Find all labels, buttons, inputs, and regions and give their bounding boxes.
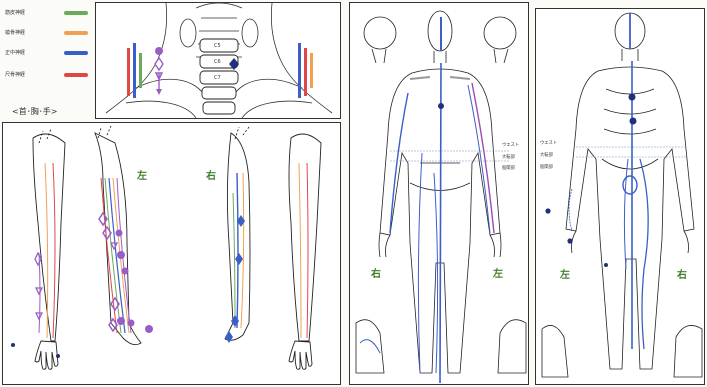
legend-item-median: 正中神経	[3, 48, 93, 58]
legend-swatch-green	[64, 11, 88, 15]
back-level-greater-trochanter: 大転部	[540, 152, 553, 158]
legend-item-ulnar: 尺骨神経	[3, 70, 93, 80]
front-body-illustration	[350, 3, 529, 385]
neck-spine-panel: C5 C6 C7	[95, 2, 341, 119]
back-level-hip-joint: 股関部	[540, 164, 553, 170]
legend-item-radial: 橈骨神経	[3, 28, 93, 38]
region-label: <首･胸･手>	[12, 106, 57, 117]
arm-side-right: 右	[206, 167, 216, 182]
legend: 筋皮神経 橈骨神経 正中神経 尺骨神経	[3, 8, 93, 80]
legend-label: 筋皮神経	[5, 9, 25, 16]
front-level-greater-trochanter: 大転部	[502, 154, 515, 160]
legend-label: 橈骨神経	[5, 29, 25, 36]
arm-panel: 左 右	[2, 122, 341, 385]
back-body-illustration	[536, 9, 705, 385]
front-side-right: 右	[371, 265, 381, 280]
back-side-left: 左	[560, 266, 570, 281]
legend-swatch-blue	[64, 51, 88, 55]
legend-item-musculocutaneous: 筋皮神経	[3, 8, 93, 18]
vertebra-c5: C5	[214, 43, 221, 49]
back-body-panel: ウエスト 大転部 股関部 左 右	[535, 8, 705, 385]
vertebra-c7: C7	[214, 75, 221, 81]
front-side-left: 左	[493, 265, 503, 280]
back-side-right: 右	[677, 266, 687, 281]
legend-label: 尺骨神経	[5, 71, 25, 78]
front-level-waist: ウエスト	[502, 142, 519, 148]
legend-swatch-orange	[64, 31, 88, 35]
legend-label: 正中神経	[5, 49, 25, 56]
front-level-hip-joint: 股関部	[502, 165, 515, 171]
legend-swatch-red	[64, 73, 88, 77]
front-body-panel: ウエスト 大転部 股関部 右 左	[349, 2, 529, 385]
arm-illustrations	[3, 123, 341, 385]
vertebra-c6: C6	[214, 59, 221, 65]
arm-side-left: 左	[137, 167, 147, 182]
back-level-waist: ウエスト	[540, 140, 557, 146]
